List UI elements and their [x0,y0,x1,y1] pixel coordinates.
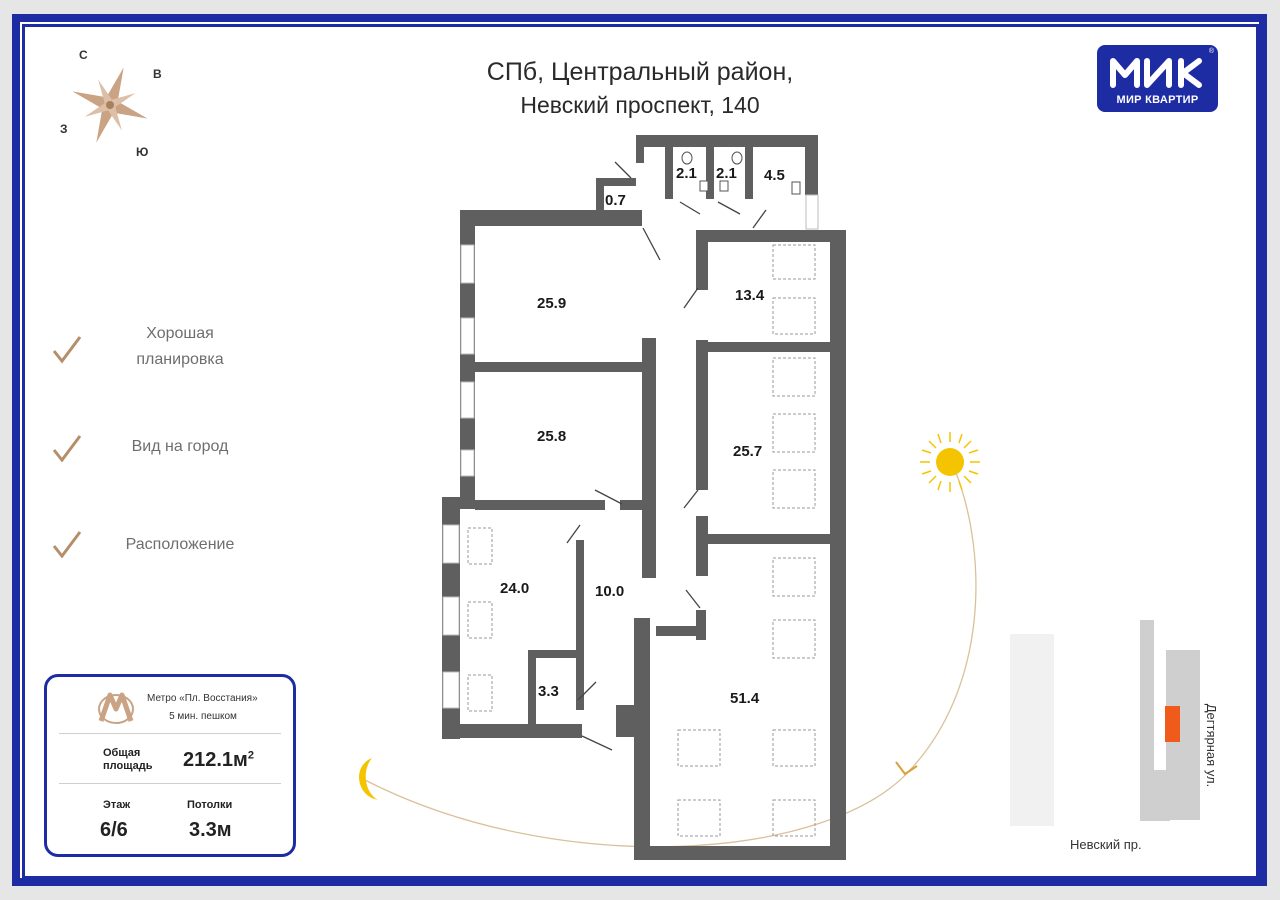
highlighted-building [1165,706,1180,742]
metro-icon [98,692,134,724]
feature-item: Расположение [100,532,260,558]
sun-path-arc [364,469,977,848]
property-info-card: Метро «Пл. Восстания» 5 мин. пешком Обща… [44,674,296,857]
compass-east-label: В [153,67,162,81]
brand-logo-text: МИР КВАРТИР [1116,94,1199,106]
windows [442,194,819,709]
brand-logo-mark-icon [1110,58,1202,88]
room-area-label: 13.4 [735,287,765,304]
ceiling-label: Потолки [187,799,233,811]
floor-label: Этаж [103,799,131,811]
address-title-line2: Невский проспект, 140 [520,92,760,118]
total-area-unit: 2 [247,749,254,762]
check-icon [52,435,82,463]
feature-item: Вид на город [100,434,260,460]
compass-west-label: З [60,122,68,136]
walls [442,135,846,860]
compass-north-label: С [79,48,88,62]
registered-mark-icon: ® [1208,48,1214,55]
furniture-outlines [467,244,816,837]
room-area-label: 2.1 [676,165,697,182]
total-area-label-line2: площадь [103,760,153,772]
room-area-label: 25.8 [537,428,566,445]
street-nevsky-label: Невский пр. [1070,837,1142,852]
card-divider [59,783,281,784]
room-area-label: 10.0 [595,583,624,600]
total-area-label-line1: Общая [103,747,141,759]
compass-south-label: Ю [136,145,149,159]
room-area-label: 4.5 [764,167,785,184]
moon-icon [359,758,378,800]
feature-label-line1: Хорошая [146,325,214,342]
feature-label-line1: Расположение [125,536,235,553]
metro-station-text: Метро «Пл. Восстания» [147,693,258,704]
feature-label-line1: Вид на город [131,438,229,455]
room-area-label: 0.7 [605,192,626,209]
check-icon [52,336,82,364]
room-area-label: 25.7 [733,443,762,460]
street-degtyarnaya-label: Дегтярная ул. [1204,703,1220,788]
total-area-value: 212.1м2 [183,749,254,772]
ceiling-value: 3.3м [189,819,232,841]
room-area-label: 25.9 [537,295,566,312]
brand-logo: ® МИР КВАРТИР [1097,45,1218,112]
sun-icon [920,432,980,492]
room-area-label: 2.1 [716,165,737,182]
metro-walk-text: 5 мин. пешком [169,711,237,722]
room-area-label: 51.4 [730,690,760,707]
room-area-label: 24.0 [500,580,529,597]
card-divider [59,733,281,734]
feature-item: Хорошая планировка [100,321,260,373]
toilet-icon [681,151,801,195]
sun-path-arrow-icon [895,761,918,776]
site-map [1010,620,1200,826]
compass-rose-icon [72,67,148,143]
room-area-label: 3.3 [538,683,559,700]
feature-label-line2: планировка [136,351,224,368]
total-area-label: Общая площадь [103,747,173,773]
address-title-line1: СПб, Центральный район, [486,58,794,86]
doors [566,161,767,751]
check-icon [52,531,82,559]
floor-value: 6/6 [100,819,128,841]
total-area-number: 212.1м [183,749,248,771]
